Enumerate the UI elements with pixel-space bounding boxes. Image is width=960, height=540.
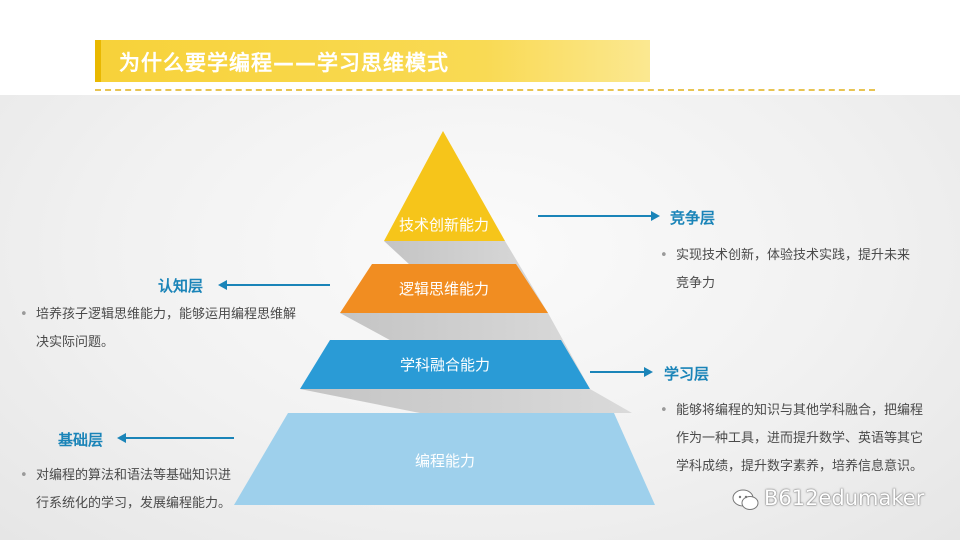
- watermark-text: B612edumaker: [764, 486, 925, 510]
- title-bar: 为什么要学编程——学习思维模式: [95, 40, 650, 82]
- annotation-body-competition: • 实现技术创新，体验技术实践，提升未来 竞争力: [660, 242, 950, 298]
- title-divider: [95, 89, 875, 91]
- annotation-line: 对编程的算法和语法等基础知识进: [36, 468, 232, 483]
- pyramid-label-innovation: 技术创新能力: [399, 216, 489, 234]
- annotation-line: 学科成绩，提升数字素养，培养信息意识。: [676, 459, 924, 474]
- annotation-line: 培养孩子逻辑思维能力，能够运用编程思维解: [36, 307, 297, 322]
- arrow-competition: [538, 211, 660, 221]
- annotation-line: 作为一种工具，进而提升数学、英语等其它: [676, 431, 924, 446]
- bullet-icon: •: [660, 248, 668, 263]
- wechat-icon: [732, 489, 759, 510]
- pyramid-label-programming: 编程能力: [415, 452, 475, 470]
- annotation-title-learning: 学习层: [664, 365, 710, 383]
- arrow-learning: [590, 367, 653, 377]
- bullet-icon: •: [20, 307, 28, 322]
- annotation-title-competition: 竞争层: [670, 209, 716, 227]
- pyramid-level-innovation: [384, 131, 505, 241]
- page-title: 为什么要学编程——学习思维模式: [119, 51, 449, 75]
- annotation-title-foundation: 基础层: [58, 431, 104, 449]
- annotation-title-cognition: 认知层: [158, 277, 204, 295]
- annotation-line: 行系统化的学习，发展编程能力。: [36, 496, 232, 511]
- pyramid-level-logic: [340, 264, 548, 313]
- bullet-icon: •: [660, 403, 668, 418]
- annotation-line: 能够将编程的知识与其他学科融合，把编程: [676, 403, 924, 418]
- arrow-foundation: [117, 433, 234, 443]
- annotation-body-learning: • 能够将编程的知识与其他学科融合，把编程 作为一种工具，进而提升数学、英语等其…: [660, 397, 955, 481]
- annotation-line: 实现技术创新，体验技术实践，提升未来: [676, 248, 911, 263]
- annotation-line: 竞争力: [676, 276, 716, 291]
- pyramid-label-integration: 学科融合能力: [400, 356, 490, 374]
- annotation-body-cognition: • 培养孩子逻辑思维能力，能够运用编程思维解 决实际问题。: [20, 301, 330, 357]
- annotation-line: 决实际问题。: [36, 335, 115, 350]
- arrow-cognition: [218, 280, 330, 290]
- bullet-icon: •: [20, 468, 28, 483]
- pyramid-level-integration: [300, 340, 590, 389]
- pyramid-level-programming: [234, 413, 655, 505]
- pyramid-label-logic: 逻辑思维能力: [399, 280, 489, 298]
- annotation-body-foundation: • 对编程的算法和语法等基础知识进 行系统化的学习，发展编程能力。: [20, 462, 270, 518]
- connector-shadow: [300, 389, 632, 413]
